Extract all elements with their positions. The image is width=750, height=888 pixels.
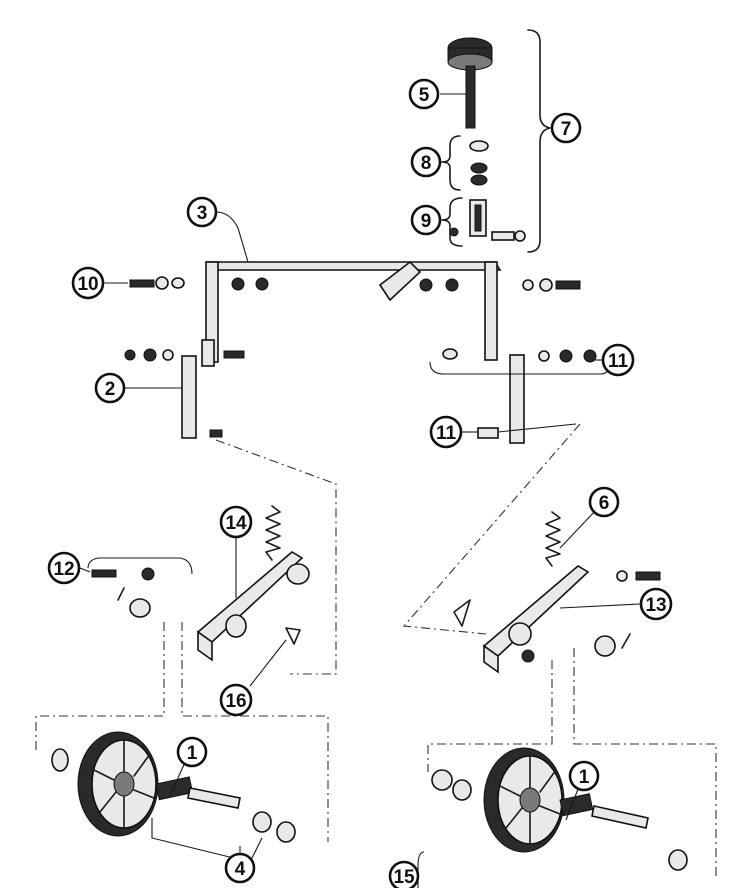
svg-text:1: 1: [579, 767, 590, 788]
adjust-knob-assembly: [447, 37, 526, 242]
callout-15: 15: [388, 860, 420, 888]
callout-8: 8: [410, 146, 442, 178]
callout-4: 4: [224, 852, 256, 884]
svg-text:5: 5: [419, 85, 430, 106]
svg-text:9: 9: [421, 211, 432, 232]
callout-2: 2: [94, 372, 126, 404]
callout-6: 6: [588, 486, 620, 518]
main-frame: [129, 260, 581, 363]
assembly-leader-lines: [35, 423, 717, 878]
svg-text:7: 7: [561, 119, 572, 140]
left-wheel: [51, 731, 296, 843]
callout-14: 14: [219, 505, 253, 539]
svg-text:6: 6: [599, 493, 610, 514]
svg-text:1: 1: [187, 743, 198, 764]
svg-text:12: 12: [53, 559, 74, 580]
svg-text:10: 10: [77, 274, 98, 295]
callout-11-upper: 11: [601, 343, 635, 377]
right-caster-arm: [453, 511, 661, 674]
left-side-plate: [124, 339, 245, 439]
callout-5: 5: [408, 78, 440, 110]
svg-text:13: 13: [645, 595, 666, 616]
svg-text:2: 2: [105, 379, 116, 400]
callout-leaders: [79, 93, 641, 888]
callout-10: 10: [71, 266, 105, 300]
right-side-plate: [442, 348, 597, 444]
callout-1-right: 1: [568, 760, 600, 792]
callout-12: 12: [47, 551, 81, 585]
left-caster-arm: [91, 505, 310, 662]
svg-text:15: 15: [393, 867, 415, 888]
svg-text:8: 8: [421, 153, 432, 174]
callout-11-lower: 11: [429, 415, 463, 449]
right-wheel: [431, 747, 688, 871]
callout-1-left: 1: [176, 736, 208, 768]
callout-3: 3: [186, 196, 218, 228]
callout-16: 16: [219, 683, 253, 717]
callout-9: 9: [410, 204, 442, 236]
svg-text:4: 4: [235, 859, 246, 880]
svg-text:11: 11: [436, 423, 457, 444]
svg-text:11: 11: [608, 351, 629, 372]
svg-text:14: 14: [225, 513, 247, 534]
callout-13: 13: [639, 587, 673, 621]
svg-text:3: 3: [197, 203, 208, 224]
svg-text:16: 16: [225, 691, 246, 712]
callout-7: 7: [550, 112, 582, 144]
